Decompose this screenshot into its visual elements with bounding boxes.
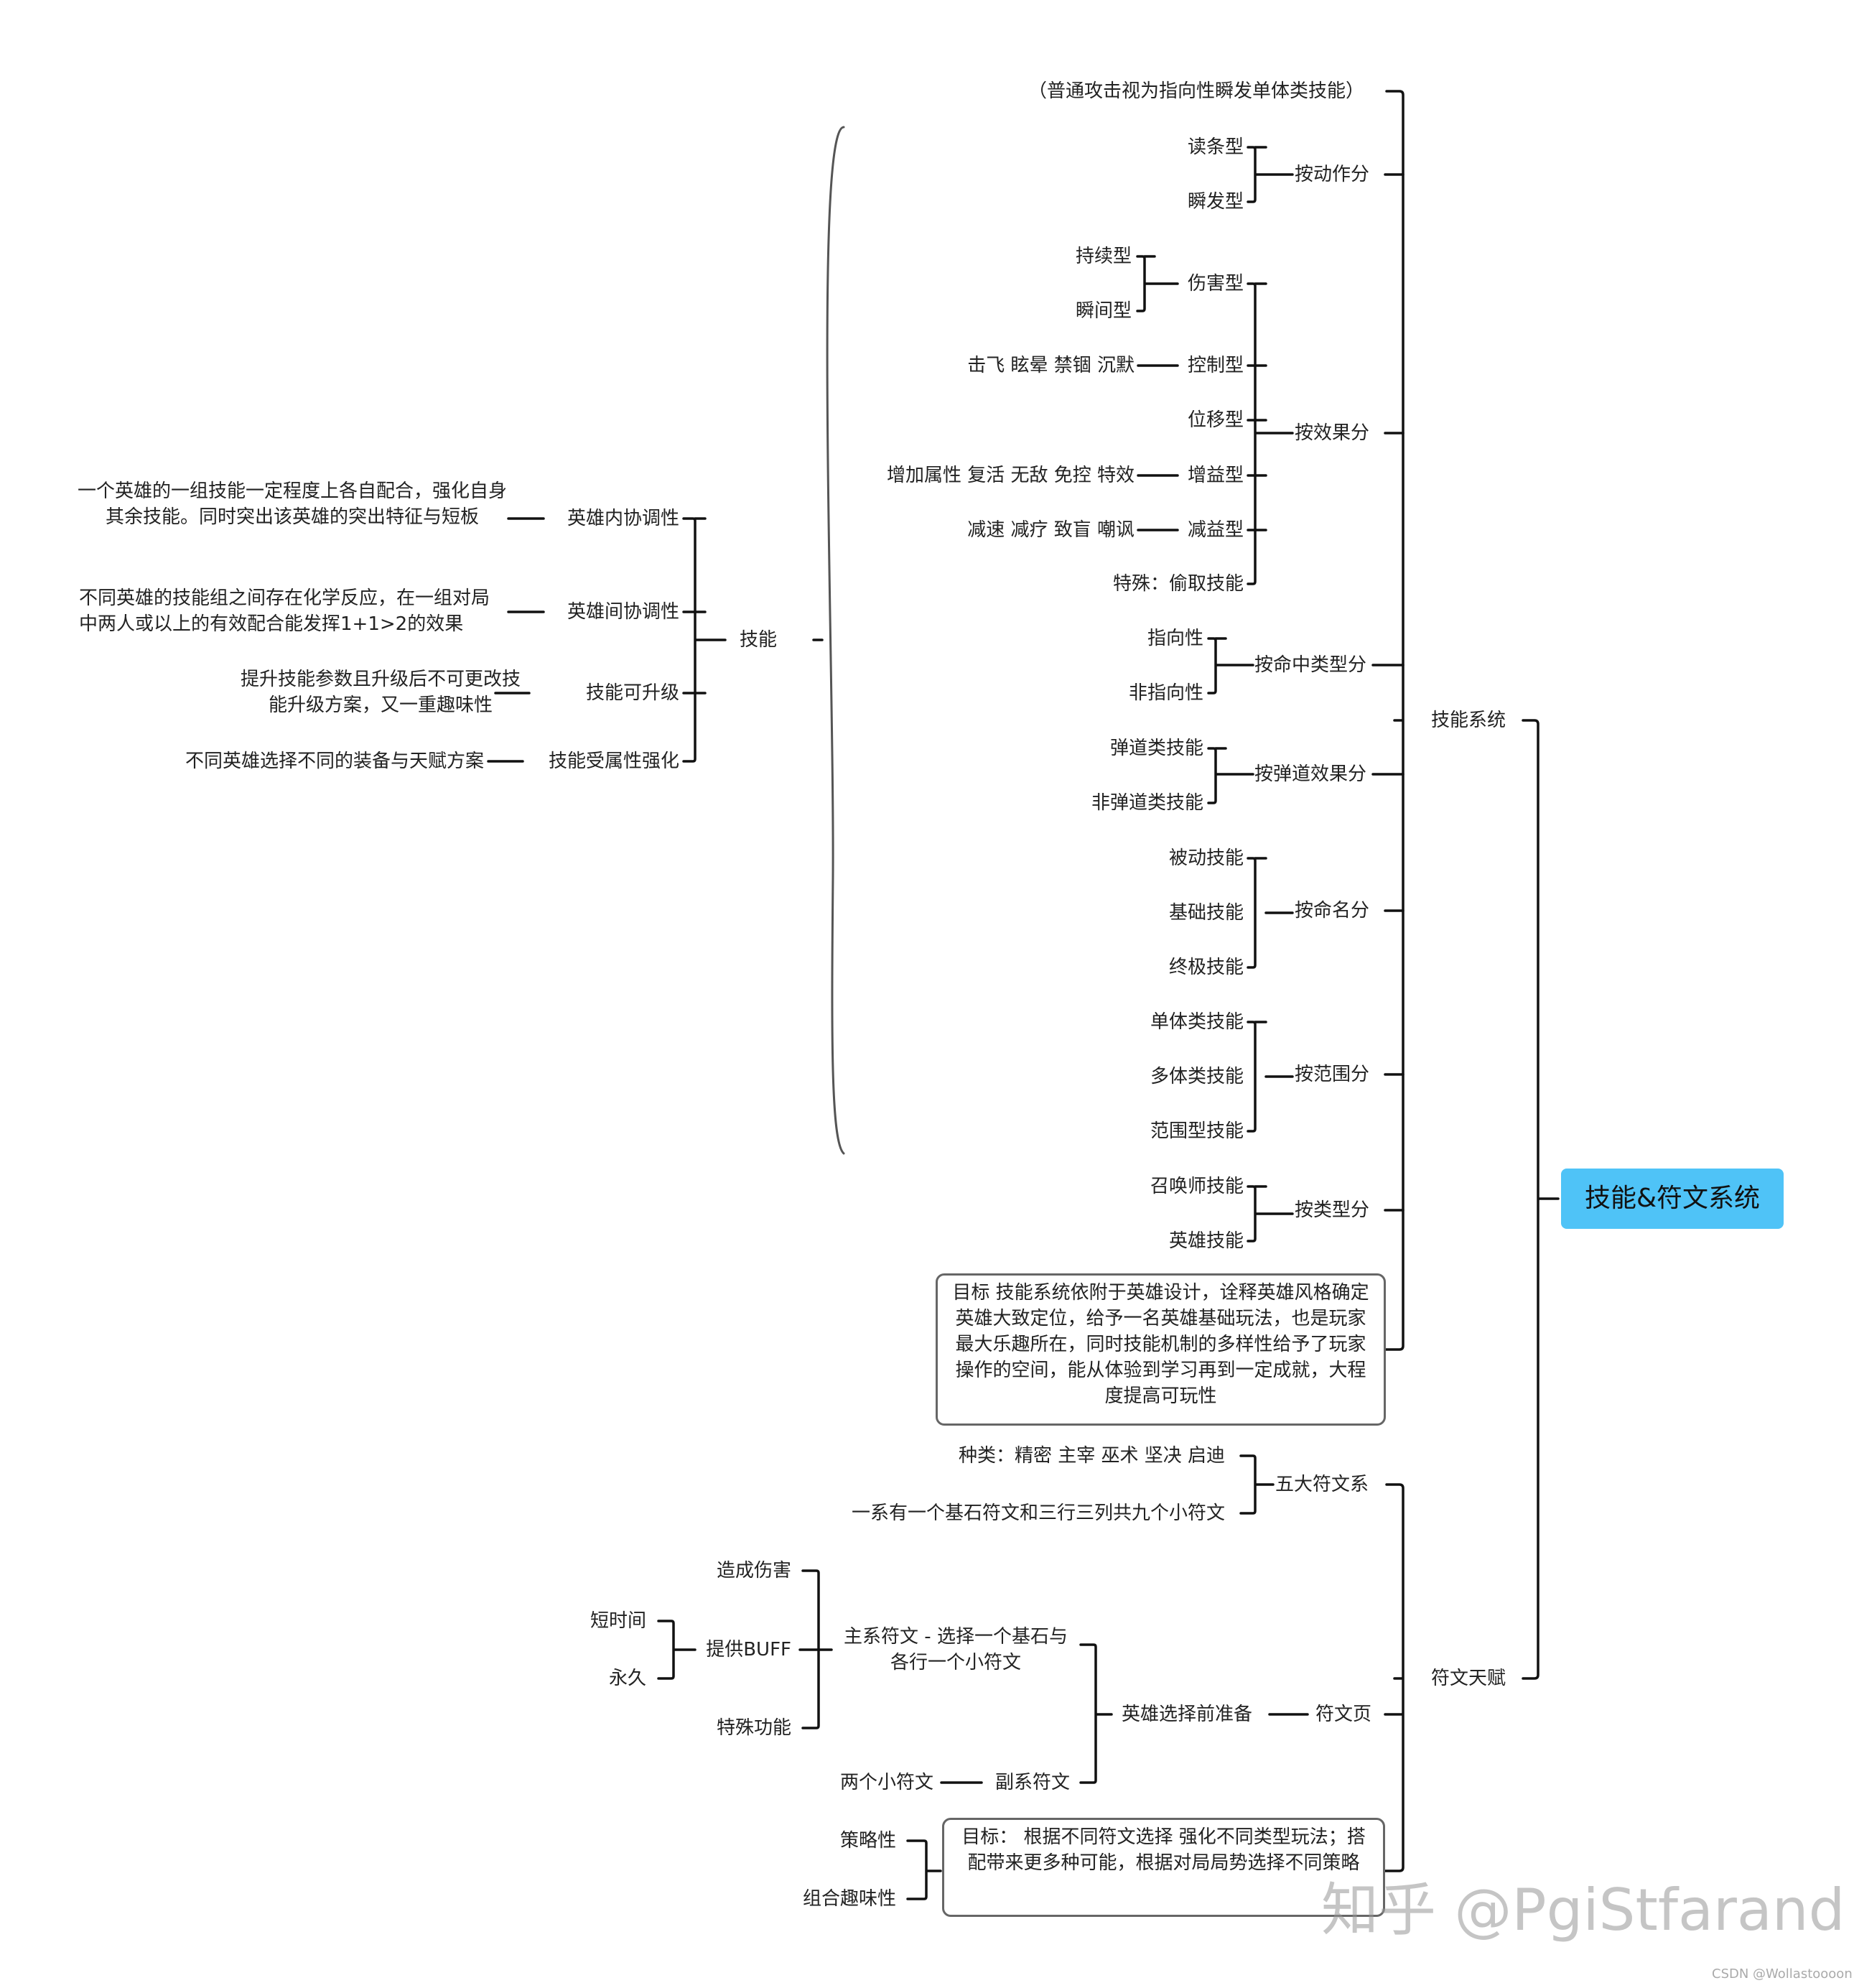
- node-combo-fun[interactable]: 组合趣味性: [802, 1888, 896, 1910]
- node-single-target-skill[interactable]: 单体类技能: [1150, 1011, 1244, 1033]
- desc-skill-attribute-scaling[interactable]: 不同英雄选择不同的装备与天赋方案: [185, 751, 484, 772]
- node-buff-type[interactable]: 增益型: [1187, 465, 1244, 486]
- node-inter-hero-synergy[interactable]: 英雄间协调性: [567, 601, 679, 623]
- node-damage-sustained[interactable]: 持续型: [1075, 246, 1132, 267]
- node-by-range[interactable]: 按范围分: [1295, 1064, 1370, 1085]
- node-area-skill[interactable]: 范围型技能: [1150, 1120, 1244, 1142]
- node-displacement-type[interactable]: 位移型: [1187, 409, 1244, 431]
- root-node[interactable]: 技能&符文系统: [1561, 1169, 1784, 1229]
- node-passive-skill[interactable]: 被动技能: [1168, 847, 1244, 869]
- node-rune-types[interactable]: 种类：精密 主宰 巫术 坚决 启迪: [958, 1445, 1225, 1467]
- node-buff-short-term[interactable]: 短时间: [590, 1610, 646, 1632]
- node-damage-type[interactable]: 伤害型: [1187, 273, 1244, 294]
- skill-system-goal-box[interactable]: 目标 技能系统依附于英雄设计，诠释英雄风格确定英雄大致定位，给予一名英雄基础玩法…: [936, 1273, 1386, 1426]
- node-special-function[interactable]: 特殊功能: [716, 1717, 791, 1739]
- node-skill-system[interactable]: 技能系统: [1431, 710, 1506, 731]
- node-targeted[interactable]: 指向性: [1147, 628, 1203, 649]
- node-rune-talent[interactable]: 符文天赋: [1431, 1668, 1506, 1689]
- node-rune-structure[interactable]: 一系有一个基石符文和三行三列共九个小符文: [851, 1502, 1225, 1524]
- node-normal-attack-note[interactable]: （普通攻击视为指向性瞬发单体类技能）: [1028, 80, 1364, 102]
- node-control-type[interactable]: 控制型: [1187, 355, 1244, 376]
- rune-goal-box[interactable]: 目标： 根据不同符文选择 强化不同类型玩法；搭配带来更多种可能，根据对局局势选择…: [942, 1818, 1385, 1917]
- node-debuff-type[interactable]: 减益型: [1187, 519, 1244, 541]
- node-action-instant[interactable]: 瞬发型: [1187, 191, 1244, 213]
- node-by-action[interactable]: 按动作分: [1295, 164, 1370, 185]
- csdn-credit: CSDN @Wollastoooon: [1712, 1966, 1853, 1982]
- node-control-detail[interactable]: 击飞 眩晕 禁锢 沉默: [967, 355, 1135, 376]
- node-ballistic-skill[interactable]: 弹道类技能: [1109, 738, 1203, 759]
- node-secondary-runes[interactable]: 副系符文: [994, 1772, 1070, 1793]
- node-hero-skill[interactable]: 英雄技能: [1168, 1230, 1244, 1252]
- node-pre-selection-prep[interactable]: 英雄选择前准备: [1122, 1704, 1253, 1725]
- node-ultimate-skill[interactable]: 终极技能: [1168, 957, 1244, 978]
- node-primary-runes[interactable]: 主系符文 - 选择一个基石与各行一个小符文: [844, 1626, 1068, 1673]
- node-buff-permanent[interactable]: 永久: [608, 1668, 646, 1689]
- node-skill-upgradable[interactable]: 技能可升级: [585, 682, 679, 704]
- node-basic-skill[interactable]: 基础技能: [1168, 902, 1244, 924]
- desc-inter-hero-synergy[interactable]: 不同英雄的技能组之间存在化学反应，在一组对局中两人或以上的有效配合能发挥1+1>…: [79, 587, 490, 635]
- node-non-targeted[interactable]: 非指向性: [1128, 682, 1203, 704]
- node-non-ballistic-skill[interactable]: 非弹道类技能: [1091, 792, 1203, 814]
- node-summoner-skill[interactable]: 召唤师技能: [1150, 1176, 1244, 1197]
- node-two-minor-runes[interactable]: 两个小符文: [839, 1772, 933, 1793]
- desc-intra-hero-synergy[interactable]: 一个英雄的一组技能一定程度上各自配合，强化自身其余技能。同时突出该英雄的突出特征…: [78, 480, 508, 528]
- node-deal-damage[interactable]: 造成伤害: [716, 1560, 791, 1581]
- node-five-rune-systems[interactable]: 五大符文系: [1275, 1474, 1369, 1495]
- node-provide-buff[interactable]: 提供BUFF: [706, 1639, 791, 1660]
- zhihu-watermark: 知乎 @PgiStfarand: [1321, 1877, 1845, 1943]
- node-damage-instant[interactable]: 瞬间型: [1075, 300, 1132, 322]
- node-strategy[interactable]: 策略性: [839, 1830, 896, 1852]
- node-rune-page[interactable]: 符文页: [1315, 1704, 1372, 1725]
- node-by-hit-type[interactable]: 按命中类型分: [1254, 654, 1367, 676]
- node-by-category[interactable]: 按类型分: [1295, 1199, 1370, 1221]
- node-buff-detail[interactable]: 增加属性 复活 无敌 免控 特效: [886, 465, 1135, 486]
- node-action-cast[interactable]: 读条型: [1187, 136, 1244, 158]
- node-debuff-detail[interactable]: 减速 减疗 致盲 嘲讽: [967, 519, 1135, 541]
- desc-skill-upgradable[interactable]: 提升技能参数且升级后不可更改技能升级方案，又一重趣味性: [240, 669, 521, 716]
- node-skills[interactable]: 技能: [740, 629, 778, 651]
- node-by-effect[interactable]: 按效果分: [1295, 422, 1370, 444]
- node-by-naming[interactable]: 按命名分: [1295, 900, 1370, 921]
- node-skill-attribute-scaling[interactable]: 技能受属性强化: [548, 751, 679, 772]
- node-intra-hero-synergy[interactable]: 英雄内协调性: [567, 508, 679, 529]
- node-by-ballistic[interactable]: 按弹道效果分: [1254, 763, 1367, 785]
- node-multi-target-skill[interactable]: 多体类技能: [1150, 1066, 1244, 1087]
- node-special-steal[interactable]: 特殊：偷取技能: [1112, 573, 1244, 595]
